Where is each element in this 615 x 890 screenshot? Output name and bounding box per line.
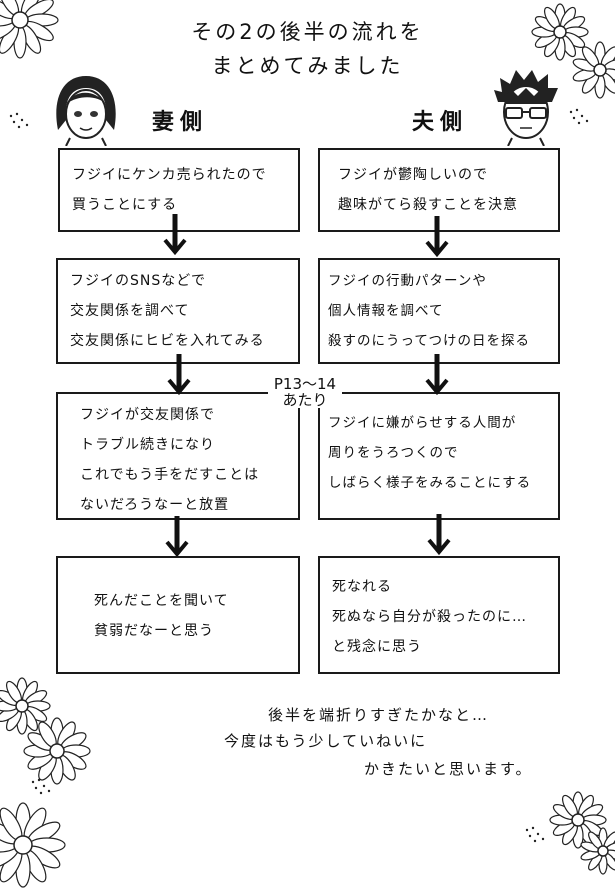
wife-step-2-line-2: 交友関係を調べて — [70, 303, 190, 319]
husband-step-3-line-3: しばらく様子をみることにする — [328, 475, 532, 491]
wife-step-4-line-1: 死んだことを聞いて — [94, 593, 229, 609]
husband-step-2-line-2: 個人情報を調べて — [328, 303, 444, 319]
flower-decoration-icon — [0, 802, 66, 888]
wife-step-3-line-2: トラブル続きになり — [80, 437, 215, 453]
flower-decoration-icon — [0, 0, 59, 59]
husband-arrow-2-icon — [425, 354, 449, 396]
closing-line-2: 今度はもう少していねいに — [224, 732, 428, 750]
wife-step-1-line-2: 買うことにする — [72, 197, 178, 213]
flower-decoration-icon — [0, 677, 51, 735]
husband-step-3-line-2: 周りをうろつくので — [328, 445, 459, 461]
dot-sprinkle-decoration-icon — [525, 826, 545, 843]
page-reference-range: P13～14 — [273, 375, 337, 393]
husband-step-2-line-3: 殺すのにうってつけの日を探る — [328, 333, 531, 349]
dot-sprinkle-decoration-icon — [569, 108, 589, 125]
husband-step-3-line-1: フジイに嫌がらせする人間が — [328, 415, 517, 431]
flower-decoration-icon — [531, 3, 589, 61]
flower-decoration-icon — [580, 827, 615, 875]
wife-step-2-line-3: 交友関係にヒビを入れてみる — [70, 333, 265, 349]
husband-step-1-line-1: フジイが鬱陶しいので — [338, 167, 488, 183]
husband-step-4-line-2: 死ぬなら自分が殺ったのに… — [332, 609, 527, 625]
husband-face-icon — [494, 70, 558, 146]
husband-arrow-3-icon — [427, 514, 451, 556]
husband-heading: 夫側 — [412, 110, 469, 135]
husband-step-3-box: フジイに嫌がらせする人間が 周りをうろつくので しばらく様子をみることにする — [318, 392, 560, 520]
closing-line-3: かきたいと思います。 — [364, 760, 533, 778]
husband-step-2-line-1: フジイの行動パターンや — [328, 273, 487, 289]
wife-step-2-box: フジイのSNSなどで 交友関係を調べて 交友関係にヒビを入れてみる — [56, 258, 300, 364]
wife-step-3-box: フジイが交友関係で トラブル続きになり これでもう手をだすことは ないだろうなー… — [56, 392, 300, 520]
dot-sprinkle-decoration-icon — [9, 112, 29, 129]
husband-arrow-1-icon — [425, 216, 449, 258]
husband-step-4-line-3: と残念に思う — [332, 639, 422, 655]
flower-decoration-icon — [572, 41, 615, 99]
wife-step-2-line-1: フジイのSNSなどで — [70, 273, 206, 289]
wife-arrow-3-icon — [165, 516, 189, 558]
flower-decoration-icon — [23, 717, 91, 785]
wife-step-3-line-1: フジイが交友関係で — [80, 407, 215, 423]
page-title-line1: その2の後半の流れを — [191, 20, 424, 44]
wife-step-4-line-2: 貧弱だなーと思う — [94, 623, 214, 639]
husband-step-1-box: フジイが鬱陶しいので 趣味がてら殺すことを決意 — [318, 148, 560, 232]
wife-step-4-box: 死んだことを聞いて 貧弱だなーと思う — [56, 556, 300, 674]
husband-step-2-box: フジイの行動パターンや 個人情報を調べて 殺すのにうってつけの日を探る — [318, 258, 560, 364]
wife-face-icon — [56, 76, 116, 146]
wife-step-3-line-4: ないだろうなーと放置 — [80, 497, 230, 513]
page-reference-suffix: あたり — [282, 391, 328, 409]
wife-step-1-line-1: フジイにケンカ売られたので — [72, 167, 267, 183]
wife-arrow-2-icon — [167, 354, 191, 396]
wife-step-1-box: フジイにケンカ売られたので 買うことにする — [58, 148, 300, 232]
page-title-line2: まとめてみました — [211, 54, 404, 78]
page-reference-label: P13～14 あたり — [268, 376, 342, 408]
husband-step-1-line-2: 趣味がてら殺すことを決意 — [338, 197, 518, 213]
husband-step-4-line-1: 死なれる — [332, 579, 392, 595]
wife-step-3-line-3: これでもう手をだすことは — [80, 467, 260, 483]
closing-line-1: 後半を端折りすぎたかなと… — [268, 706, 490, 724]
dot-sprinkle-decoration-icon — [31, 778, 51, 795]
husband-step-4-box: 死なれる 死ぬなら自分が殺ったのに… と残念に思う — [318, 556, 560, 674]
wife-heading: 妻側 — [152, 110, 209, 135]
wife-arrow-1-icon — [163, 214, 187, 256]
